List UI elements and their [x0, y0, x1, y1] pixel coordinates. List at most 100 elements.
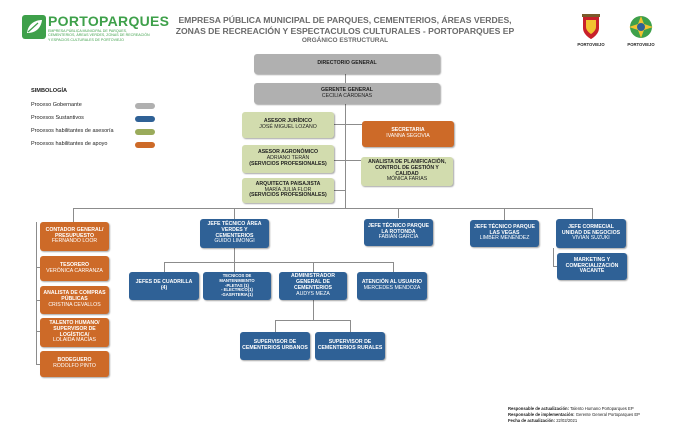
node-title: TALENTO HUMANO/ SUPERVISOR DE LOGÍSTICA/ — [49, 319, 100, 338]
node-name: FERNANDO LOOR — [51, 238, 98, 245]
connector — [36, 267, 40, 268]
node-note: (SERVICIOS PROFESIONALES) — [249, 192, 327, 199]
footer-impl-value: Gerente General Portoparques EP — [575, 412, 640, 417]
node-name: CECILIA CÁRDENAS — [321, 92, 373, 99]
node-supervisor-rurales: SUPERVISOR DE CEMENTERIOS RURALES — [315, 332, 385, 360]
connector — [275, 320, 351, 321]
node-name: VERÓNICA CARRANZA — [46, 267, 103, 274]
node-analista-planificacion: ANALISTA DE PLANIFICACIÓN, CONTROL DE GE… — [361, 157, 453, 186]
node-title: SUPERVISOR DE CEMENTERIOS URBANOS — [242, 339, 308, 351]
node-bodeguero: BODEGUERO RODOLFO PINTO — [40, 351, 109, 377]
header-line-1: EMPRESA PÚBLICA MUNICIPAL DE PARQUES, CE… — [178, 15, 512, 25]
node-name: GUIDO LIMONGI — [214, 238, 255, 245]
node-note: (SERVICIOS PROFESIONALES) — [249, 160, 327, 167]
legend-swatch-asesoria — [135, 129, 155, 135]
node-supervisor-urbanos: SUPERVISOR DE CEMENTERIOS URBANOS — [240, 332, 310, 360]
legend-swatch-gobernante — [135, 103, 155, 109]
node-marketing: MARKETING Y COMERCIALIZACIÓN VACANTE — [557, 253, 627, 280]
portoviejo-crest-logo: PORTOVIEJO — [576, 14, 606, 50]
legend-label-asesoria: Procesos habilitantes de asesoría — [31, 128, 114, 134]
node-name: CRISTINA CEVALLOS — [48, 301, 101, 308]
logo-subtitle-3: Y ESPACIOS CULTURALES DE PORTOVIEJO — [48, 37, 124, 42]
node-line: -GASFITERIA(1) — [221, 292, 253, 298]
legend-title: SIMBOLOGÍA — [31, 88, 68, 94]
node-name: MÓNICA FARIAS — [386, 176, 428, 183]
node-title: ASESOR AGRONÓMICO — [257, 149, 319, 156]
portoparques-logo: PORTOPARQUES EMPRESA PÚBLICA MUNICIPAL D… — [22, 13, 169, 45]
node-jefe-comercial: JEFE CORMECIAL UNIDAD DE NEGOCIOS VIVIAN… — [556, 219, 626, 248]
node-name: VACANTE — [579, 268, 605, 275]
node-line: -PLETAS (1) — [225, 282, 249, 288]
node-name: ADRIANO TERÁN — [266, 155, 310, 162]
node-secretaria: SECRETARIA IVANNA SEGOVIA — [362, 121, 454, 147]
node-administrador-cementerios: ADMINISTRADOR GENERAL DE CEMENTERIOS AUD… — [279, 272, 347, 300]
node-name: LIMBER MENÉNDEZ — [479, 235, 530, 242]
footer-update-label: Responsable de actualización: — [508, 406, 569, 411]
node-jefe-areas-verdes: JEFE TÉCNICO ÁREA VERDES Y CEMENTERIOS G… — [200, 219, 269, 248]
footer-date-value: 22/02/2021 — [556, 418, 578, 423]
node-jefe-rotonda: JEFE TÉCNICO PARQUE LA ROTONDA FABIÁN GA… — [364, 219, 433, 246]
footer-impl-label: Responsable de implementación: — [508, 412, 575, 417]
node-jefes-cuadrilla: JEFES DE CUADRILLA (4) — [129, 272, 199, 300]
node-title: ANALISTA DE COMPRAS PÚBLICAS — [43, 290, 106, 303]
footer-date: Fecha de actualización: 22/02/2021 — [508, 418, 577, 423]
node-title: ATENCIÓN AL USUARIO — [361, 279, 423, 286]
node-line: - ELECTRICO(1) — [221, 287, 253, 293]
node-contador: CONTADOR GENERAL/ PRESUPUESTO FERNANDO L… — [40, 222, 109, 251]
node-title: DIRECTORIO GENERAL — [317, 60, 377, 67]
node-title: SUPERVISOR DE CEMENTERIOS RURALES — [317, 339, 383, 351]
node-title: JEFE TÉCNICO ÁREA VERDES Y CEMENTERIOS — [207, 220, 262, 239]
crest-icon — [582, 14, 600, 39]
node-arquitecta-paisajista: ARQUITECTA PAISAJISTA MARÍA JULIA FLOR (… — [242, 178, 334, 203]
connector — [350, 320, 351, 332]
connector — [334, 190, 346, 191]
connector — [73, 208, 593, 209]
logo-brand: PORTOPARQUES — [48, 13, 170, 29]
node-title: ADMINISTRADOR GENERAL DE CEMENTERIOS — [290, 273, 336, 291]
node-name: LOLAIDA MACÍAS — [53, 337, 96, 344]
connector — [164, 262, 394, 263]
leaf-logo-icon — [22, 15, 46, 39]
node-jefe-vegas: JEFE TÉCNICO PARQUE LAS VEGAS LIMBER MEN… — [470, 220, 539, 247]
node-title: TECNICOS DE MANTENIMIENTO — [219, 272, 255, 283]
node-title: JEFES DE CUADRILLA — [135, 279, 193, 286]
node-title: ARQUITECTA PAISAJISTA — [255, 180, 321, 187]
logo-subtitle-1: EMPRESA PÚBLICA MUNICIPAL DE PARQUES, — [48, 29, 128, 33]
node-gerente-general: GERENTE GENERAL CECILIA CÁRDENAS — [254, 83, 440, 104]
connector — [36, 222, 37, 364]
legend-label-sustantivos: Procesos Sustantivos — [31, 115, 84, 121]
node-title: CONTADOR GENERAL/ PRESUPUESTO — [45, 226, 104, 239]
legend-swatch-sustantivos — [135, 116, 155, 122]
connector — [592, 208, 593, 220]
node-title: ASESOR JURÍDICO — [263, 118, 313, 125]
connector — [553, 266, 557, 267]
connector — [334, 160, 362, 161]
connector — [275, 320, 276, 332]
connector — [313, 300, 314, 320]
footer-implementation: Responsable de implementación: Gerente G… — [508, 412, 640, 417]
node-count: (4) — [160, 285, 168, 291]
node-name: RODOLFO PINTO — [53, 363, 96, 369]
connector — [234, 262, 235, 272]
node-name: FABIÁN GARCÍA — [378, 234, 419, 241]
connector — [73, 208, 74, 222]
node-title: GERENTE GENERAL — [321, 86, 373, 93]
connector — [334, 124, 362, 125]
node-title: JEFE TÉCNICO PARQUE LAS VEGAS — [473, 223, 535, 236]
node-name: MERCEDES MENDOZA — [363, 285, 421, 291]
legend-swatch-apoyo — [135, 142, 155, 148]
connector — [398, 208, 399, 218]
connector — [345, 74, 346, 208]
node-name: JOSÉ MIGUEL LOZANO — [259, 124, 317, 130]
legend-label-apoyo: Procesos habilitantes de apoyo — [31, 141, 108, 147]
node-name: AUDYS MEZA — [296, 290, 330, 297]
connector — [36, 364, 40, 365]
footer-date-label: Fecha de actualización: — [508, 418, 556, 423]
node-title: MARKETING Y COMERCIALIZACIÓN — [565, 256, 619, 269]
node-asesor-agronomico: ASESOR AGRONÓMICO ADRIANO TERÁN (SERVICI… — [242, 145, 334, 173]
node-name: MARÍA JULIA FLOR — [264, 186, 312, 193]
node-talento-humano: TALENTO HUMANO/ SUPERVISOR DE LOGÍSTICA/… — [40, 318, 109, 347]
node-asesor-juridico: ASESOR JURÍDICO JOSÉ MIGUEL LOZANO — [242, 112, 334, 138]
portoviejo-city-logo: PORTOVIEJO — [626, 14, 656, 50]
city-logo-icon — [629, 16, 653, 38]
